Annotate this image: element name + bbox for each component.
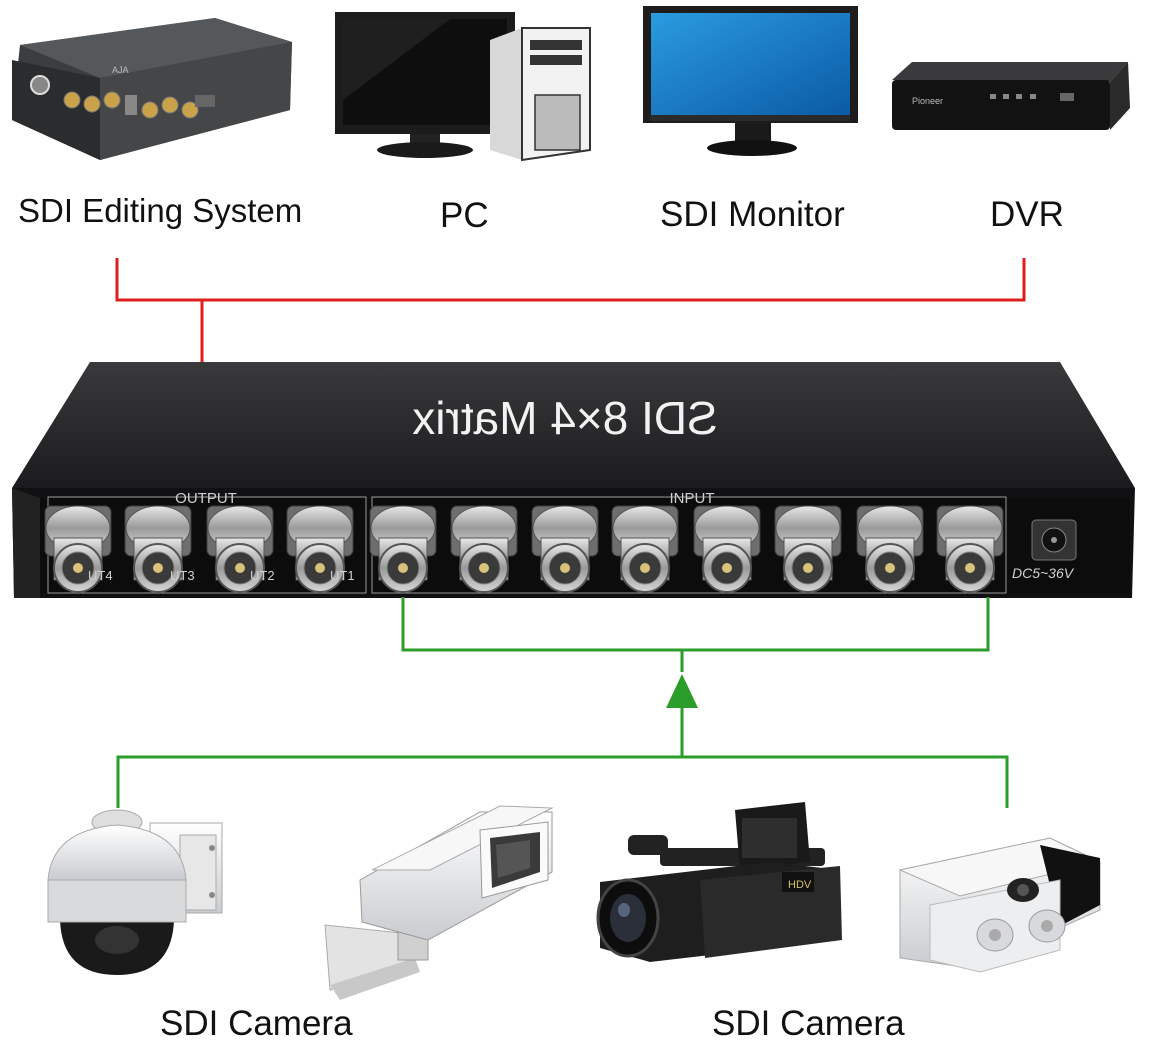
bnc-connectors: [44, 505, 1004, 593]
source-label-sdi-camera-left: SDI Camera: [160, 1004, 353, 1043]
input-bnc-connector: [856, 505, 924, 593]
dvr-brand: Pioneer: [912, 96, 943, 106]
camcorder-badge: HDV: [788, 879, 812, 891]
destination-label-sdi-monitor: SDI Monitor: [660, 195, 845, 234]
output-bnc-connector: [206, 505, 274, 593]
input-bnc-connector: [774, 505, 842, 593]
matrix-title: SDI 8×4 Matrix: [412, 392, 718, 444]
destination-label-editing-system: SDI Editing System: [18, 192, 303, 229]
input-bnc-connector: [369, 505, 437, 593]
output-port-label: UT1: [330, 568, 355, 583]
source-label-sdi-camera-right: SDI Camera: [712, 1004, 905, 1043]
power-label: DC5~36V: [1012, 565, 1075, 581]
output-port-label: UT4: [88, 568, 113, 583]
output-port-label: UT2: [250, 568, 275, 583]
output-group-label: OUTPUT: [175, 490, 237, 507]
input-arrow: [666, 674, 698, 708]
input-bnc-connector: [693, 505, 761, 593]
dome-camera-image: [47, 809, 223, 975]
pc-image: [335, 12, 591, 162]
box-camera-image: [324, 805, 554, 1000]
output-port-label: UT3: [170, 568, 195, 583]
input-bnc-connector: [531, 505, 599, 593]
camcorder-image: HDV: [596, 802, 842, 962]
destination-label-dvr: DVR: [990, 195, 1064, 234]
dvr-image: Pioneer: [892, 62, 1130, 130]
output-bnc-connector: [44, 505, 112, 593]
destination-label-pc: PC: [440, 196, 489, 235]
input-bnc-connector: [450, 505, 518, 593]
input-group-label: INPUT: [670, 490, 715, 507]
bullet-camera-image: [898, 837, 1102, 973]
input-bnc-connector: [936, 505, 1004, 593]
editing-system-brand: AJA: [112, 65, 129, 75]
sdi-editing-system-image: AJA: [12, 18, 292, 160]
input-bnc-connector: [611, 505, 679, 593]
input-link: [116, 597, 1009, 808]
sdi-monitor-image: [643, 6, 858, 156]
output-bnc-connector: [124, 505, 192, 593]
output-bnc-connector: [286, 505, 354, 593]
